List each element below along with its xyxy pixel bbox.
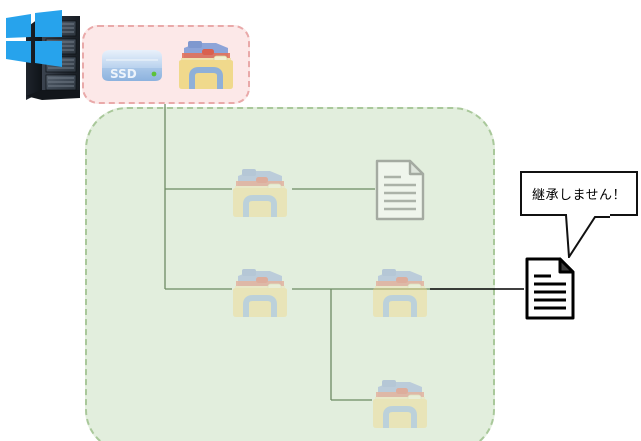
callout-box: 継承しません！	[520, 171, 638, 216]
folder-icon	[228, 160, 292, 222]
document-icon	[374, 159, 426, 221]
folder-icon	[174, 32, 238, 94]
document-icon	[524, 257, 576, 321]
svg-text:SSD: SSD	[110, 67, 137, 81]
ssd-drive-icon: SSD	[96, 44, 168, 86]
folder-icon	[368, 260, 432, 322]
folder-icon	[368, 371, 432, 433]
inheritance-callout: 継承しません！	[520, 171, 638, 258]
callout-text: 継承しません！	[531, 188, 627, 203]
windows-logo-icon	[4, 10, 64, 68]
callout-tail-icon	[548, 214, 610, 258]
shared-folder-zone	[85, 107, 495, 441]
folder-icon	[228, 260, 292, 322]
